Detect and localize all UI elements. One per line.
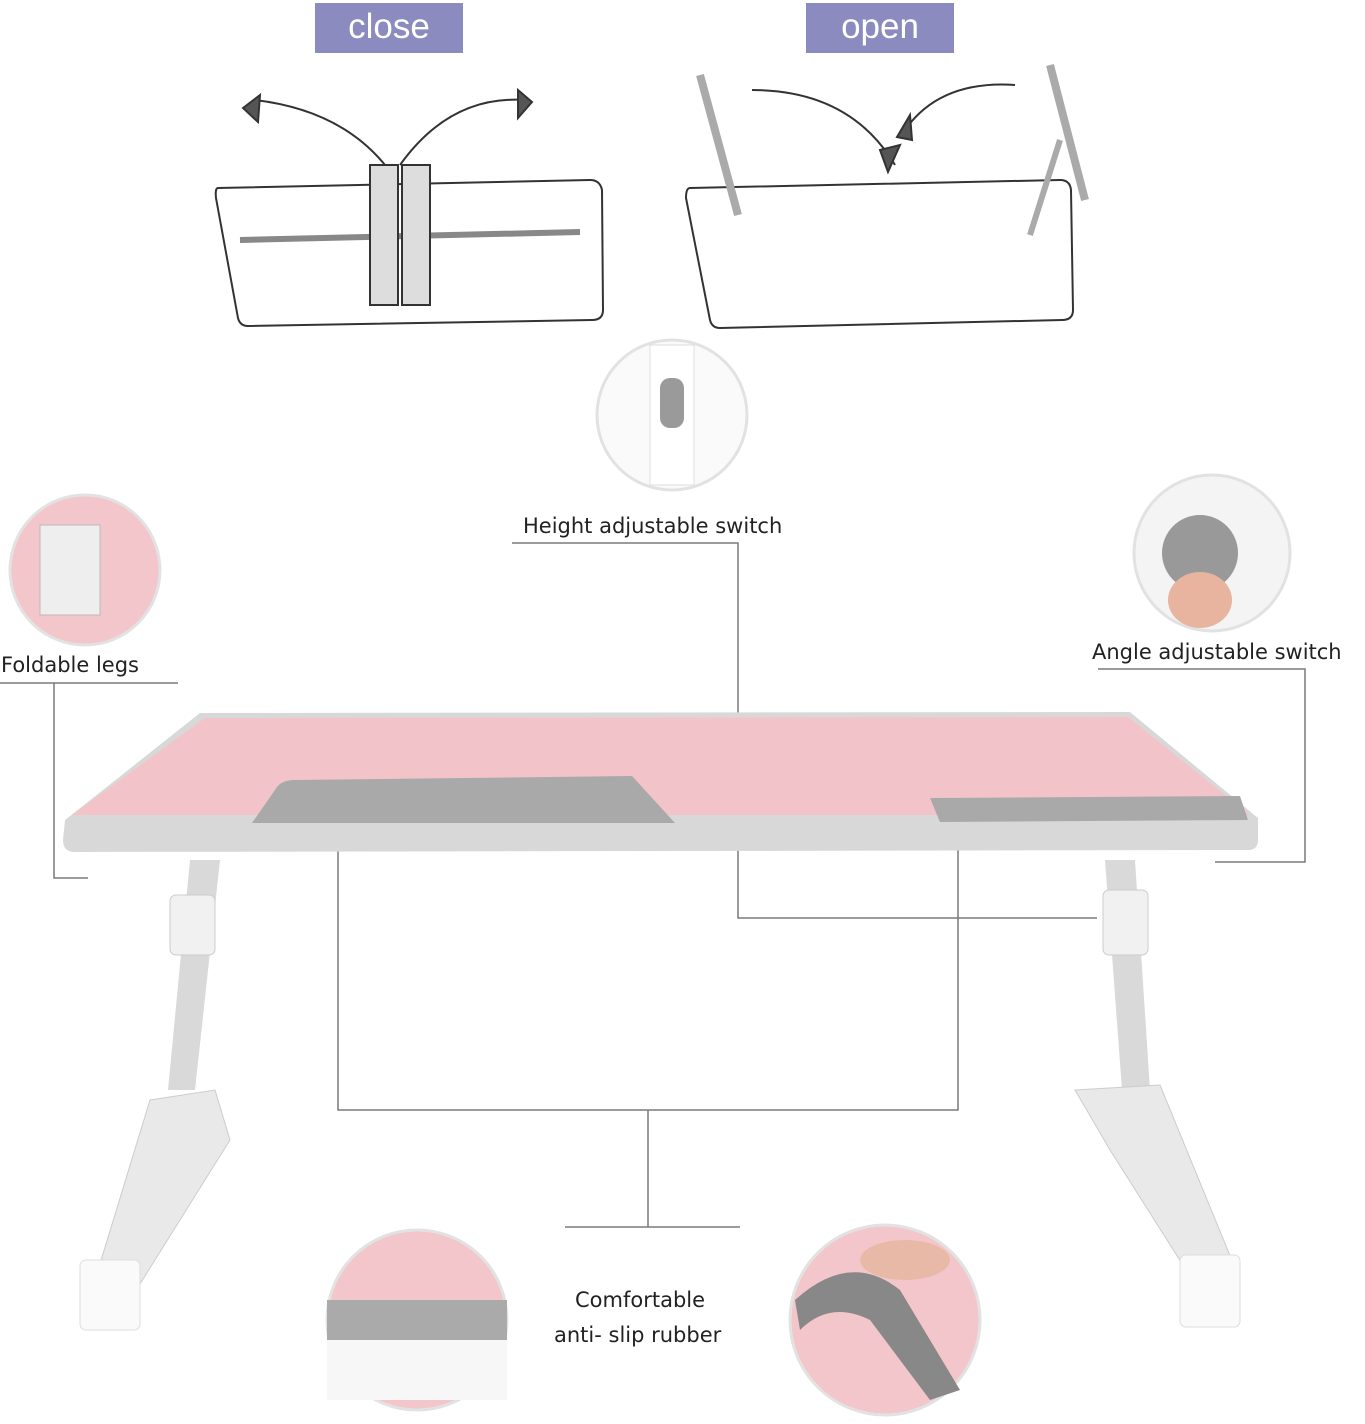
desk-legs: [79, 860, 1241, 1331]
open-state-tag: open: [806, 3, 954, 53]
closed-desk-sketch: [214, 87, 605, 328]
foldable-legs-label: Foldable legs: [1, 653, 139, 677]
rubber-label-line2: anti- slip rubber: [554, 1323, 722, 1347]
tabletop: [63, 712, 1258, 852]
close-state-tag: close: [315, 3, 463, 53]
rubber-label-line1: Comfortable: [575, 1288, 706, 1312]
angle-switch-label: Angle adjustable switch: [1092, 640, 1342, 664]
open-desk-sketch: [684, 63, 1089, 330]
detail-circles: [8, 338, 1292, 1417]
height-switch-label: Height adjustable switch: [523, 514, 783, 538]
